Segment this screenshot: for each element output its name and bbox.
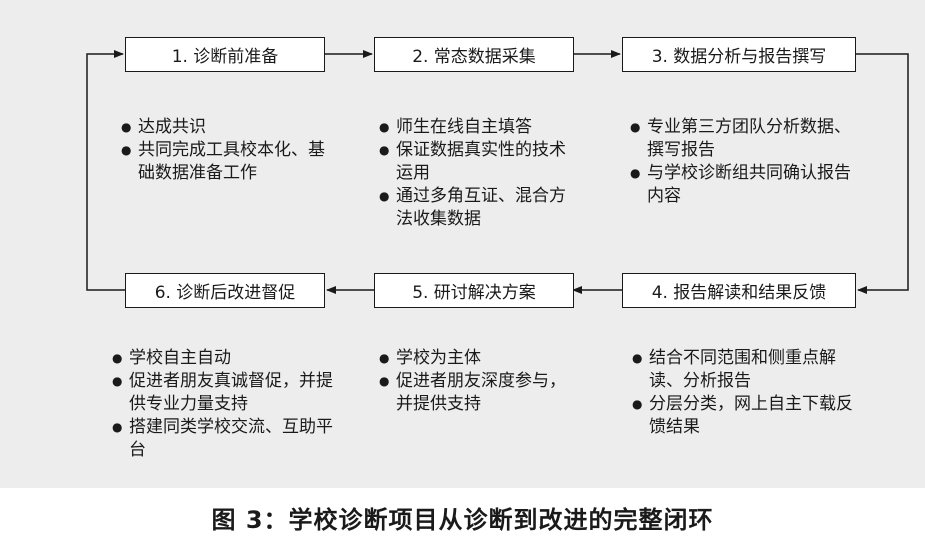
detail-item: 促进者朋友深度参与，并提供支持: [379, 370, 574, 416]
detail-item: 师生在线自主填答: [379, 116, 574, 139]
arrow-6-to-1: [86, 50, 127, 291]
detail-item: 结合不同范围和侧重点解读、分析报告: [632, 347, 858, 393]
step-1-details: 达成共识 共同完成工具校本化、基础数据准备工作: [121, 116, 336, 185]
step-box-1: 1. 诊断前准备: [125, 37, 325, 72]
detail-item: 促进者朋友真诚督促，并提供专业力量支持: [112, 370, 338, 416]
step-box-2: 2. 常态数据采集: [374, 37, 574, 72]
detail-item: 与学校诊断组共同确认报告内容: [630, 162, 858, 208]
flow-arrows: [86, 50, 909, 294]
step-label-4: 4. 报告解读和结果反馈: [651, 283, 827, 303]
step-box-5: 5. 研讨解决方案: [374, 273, 574, 308]
detail-item: 搭建同类学校交流、互助平台: [112, 416, 338, 462]
detail-item: 专业第三方团队分析数据、撰写报告: [630, 116, 858, 162]
step-label-6: 6. 诊断后改进督促: [154, 283, 296, 303]
detail-item: 通过多角互证、混合方法收集数据: [379, 185, 574, 231]
figure-caption: 图 3：学校诊断项目从诊断到改进的完整闭环: [211, 506, 714, 534]
step-4-details: 结合不同范围和侧重点解读、分析报告 分层分类，网上自主下载反馈结果: [632, 347, 858, 439]
step-box-4: 4. 报告解读和结果反馈: [622, 273, 856, 308]
step-box-6: 6. 诊断后改进督促: [125, 273, 325, 308]
step-2-details: 师生在线自主填答 保证数据真实性的技术运用 通过多角互证、混合方法收集数据: [379, 116, 574, 231]
detail-item: 学校为主体: [379, 347, 574, 370]
step-label-3: 3. 数据分析与报告撰写: [651, 47, 827, 67]
detail-item: 保证数据真实性的技术运用: [379, 139, 574, 185]
step-label-5: 5. 研讨解决方案: [412, 283, 536, 303]
step-box-3: 3. 数据分析与报告撰写: [622, 37, 856, 72]
step-5-details: 学校为主体 促进者朋友深度参与，并提供支持: [379, 347, 574, 416]
detail-item: 分层分类，网上自主下载反馈结果: [632, 393, 858, 439]
step-3-details: 专业第三方团队分析数据、撰写报告 与学校诊断组共同确认报告内容: [630, 116, 858, 208]
detail-item: 达成共识: [121, 116, 336, 139]
arrow-3-to-4: [855, 53, 909, 294]
step-label-2: 2. 常态数据采集: [412, 47, 536, 67]
step-6-details: 学校自主自动 促进者朋友真诚督促，并提供专业力量支持 搭建同类学校交流、互助平台: [112, 347, 338, 462]
detail-item: 共同完成工具校本化、基础数据准备工作: [121, 139, 336, 185]
step-label-1: 1. 诊断前准备: [171, 47, 279, 67]
detail-item: 学校自主自动: [112, 347, 338, 370]
